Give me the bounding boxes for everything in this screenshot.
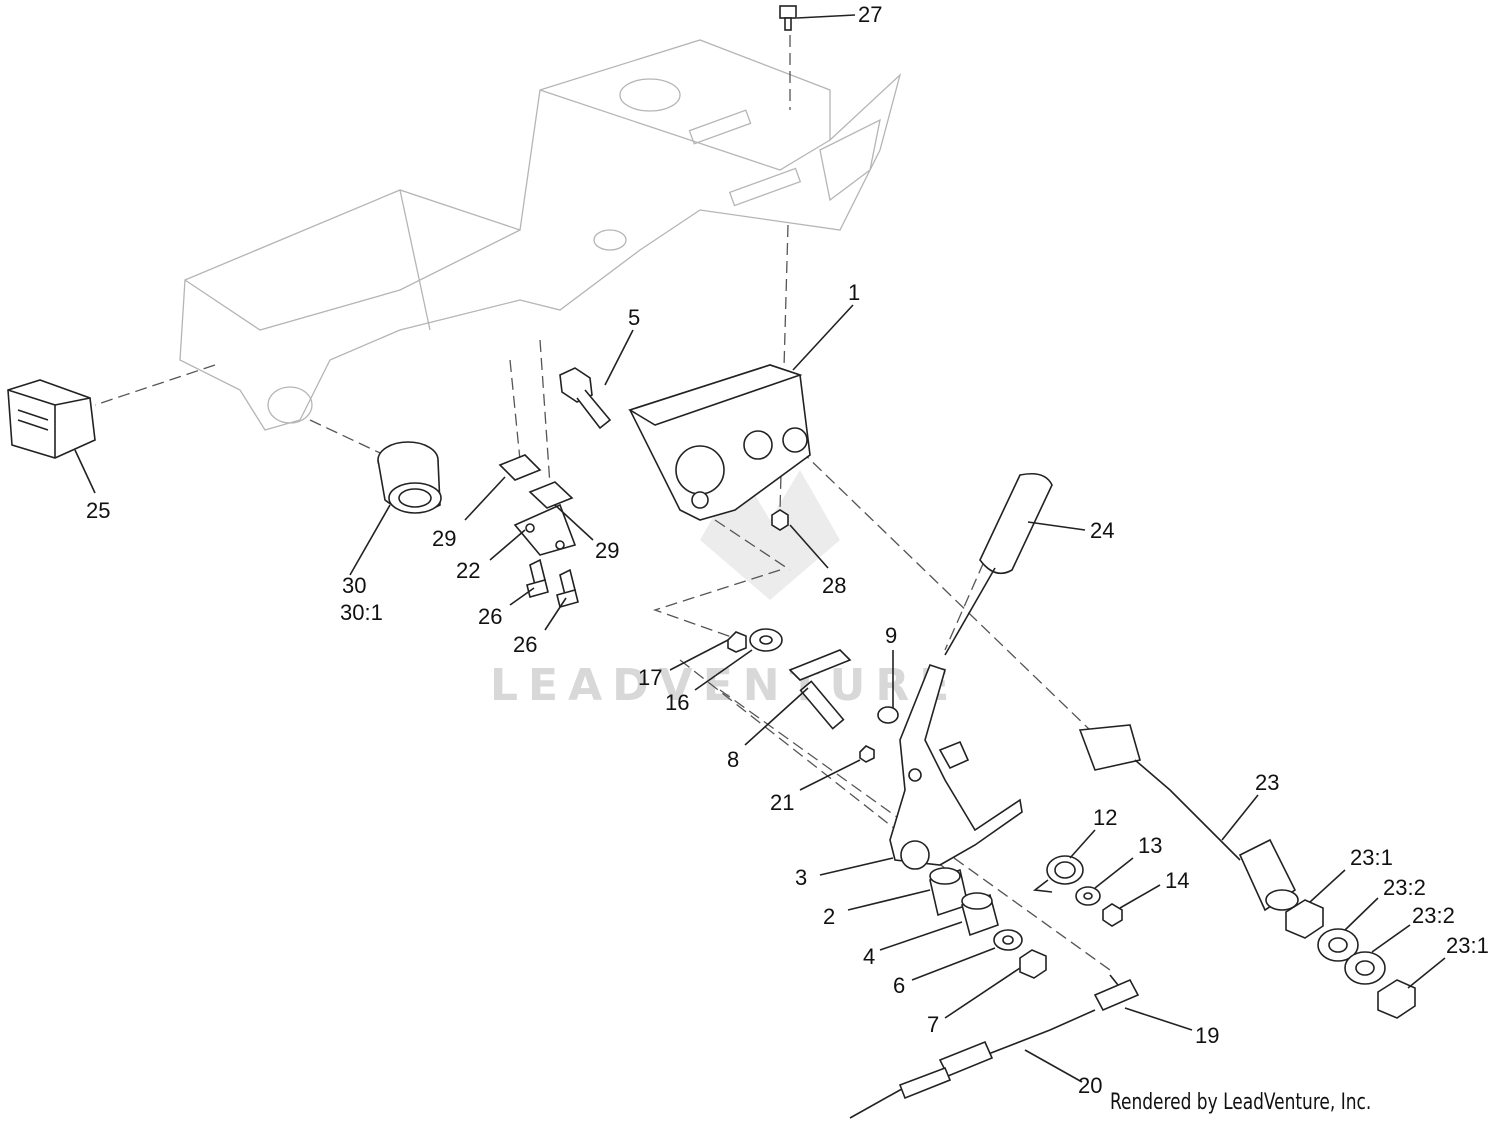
- part-1-bracket: [628, 364, 811, 521]
- callout-23: 23: [1255, 770, 1279, 795]
- part-21-nut: [859, 745, 875, 763]
- part-7-nut: [1019, 949, 1047, 979]
- frame-ghost: [179, 39, 902, 431]
- part-9-bushing: [877, 706, 899, 724]
- callout-14: 14: [1165, 868, 1189, 893]
- part-12-spring: [1032, 855, 1084, 893]
- callout-24: 24: [1090, 518, 1114, 543]
- callout-29-a: 29: [432, 526, 456, 551]
- part-30-knob: [377, 441, 442, 514]
- part-25-switch: [7, 379, 96, 459]
- callout-5: 5: [628, 305, 640, 330]
- callout-16: 16: [665, 690, 689, 715]
- callout-12: 12: [1093, 805, 1117, 830]
- watermark-text: LEADVENTURE: [490, 660, 959, 711]
- callout-6: 6: [893, 973, 905, 998]
- callout-28: 28: [822, 573, 846, 598]
- callout-20: 20: [1078, 1073, 1102, 1098]
- part-14-nut: [1102, 903, 1123, 927]
- callout-8: 8: [727, 747, 739, 772]
- callout-2: 2: [823, 904, 835, 929]
- callout-27: 27: [858, 2, 882, 27]
- part-17-nut: [727, 631, 747, 653]
- callout-26-a: 26: [478, 604, 502, 629]
- callout-26-b: 26: [513, 632, 537, 657]
- callout-23-1-b: 23:1: [1446, 933, 1489, 958]
- part-29-clips: [498, 454, 574, 509]
- callout-23-1-a: 23:1: [1350, 845, 1393, 870]
- part-5-bolt: [559, 367, 612, 430]
- part-2-bushing: [929, 867, 969, 917]
- part-24-grip: [944, 472, 1053, 656]
- callout-7: 7: [927, 1012, 939, 1037]
- part-16-spacer: [749, 628, 783, 652]
- callout-21: 21: [770, 790, 794, 815]
- callout-9: 9: [885, 623, 897, 648]
- callout-1: 1: [848, 280, 860, 305]
- part-6-washer: [993, 929, 1023, 951]
- part-8-pin-plate: [788, 649, 852, 730]
- callout-23-2-b: 23:2: [1412, 903, 1455, 928]
- callout-29-b: 29: [595, 538, 619, 563]
- part-28-nut: [771, 509, 789, 531]
- callout-30: 30: [342, 573, 366, 598]
- part-19-cable-end: [1093, 974, 1140, 1012]
- callout-25: 25: [86, 498, 110, 523]
- part-26-screws: [526, 558, 579, 608]
- part-22-plate: [513, 503, 577, 556]
- part-23-1-nut-a: [1285, 899, 1324, 939]
- callout-23-2-a: 23:2: [1383, 875, 1426, 900]
- part-23-2-washer-b: [1344, 951, 1386, 985]
- part-20-cable: [849, 1009, 1096, 1119]
- part-23-2-washer-a: [1317, 928, 1359, 962]
- leader-lines: [74, 14, 1446, 1083]
- callout-13: 13: [1138, 833, 1162, 858]
- callout-4: 4: [863, 944, 875, 969]
- part-4-bushing: [961, 892, 999, 937]
- part-23-harness: [1078, 724, 1299, 912]
- part-3-lever: [889, 664, 1023, 870]
- callout-30-1: 30:1: [340, 600, 383, 625]
- callout-22: 22: [456, 558, 480, 583]
- callout-19: 19: [1195, 1023, 1219, 1048]
- part-27-bolt: [779, 5, 797, 31]
- part-13-washer: [1075, 886, 1101, 906]
- part-23-1-nut-b: [1377, 979, 1416, 1019]
- callout-3: 3: [795, 865, 807, 890]
- callout-17: 17: [638, 665, 662, 690]
- credit-text: Rendered by LeadVenture, Inc.: [1110, 1090, 1372, 1115]
- callout-labels: 27 1 5 24 28 25 29 29 22 30 30:1 26 26 9…: [86, 2, 1489, 1098]
